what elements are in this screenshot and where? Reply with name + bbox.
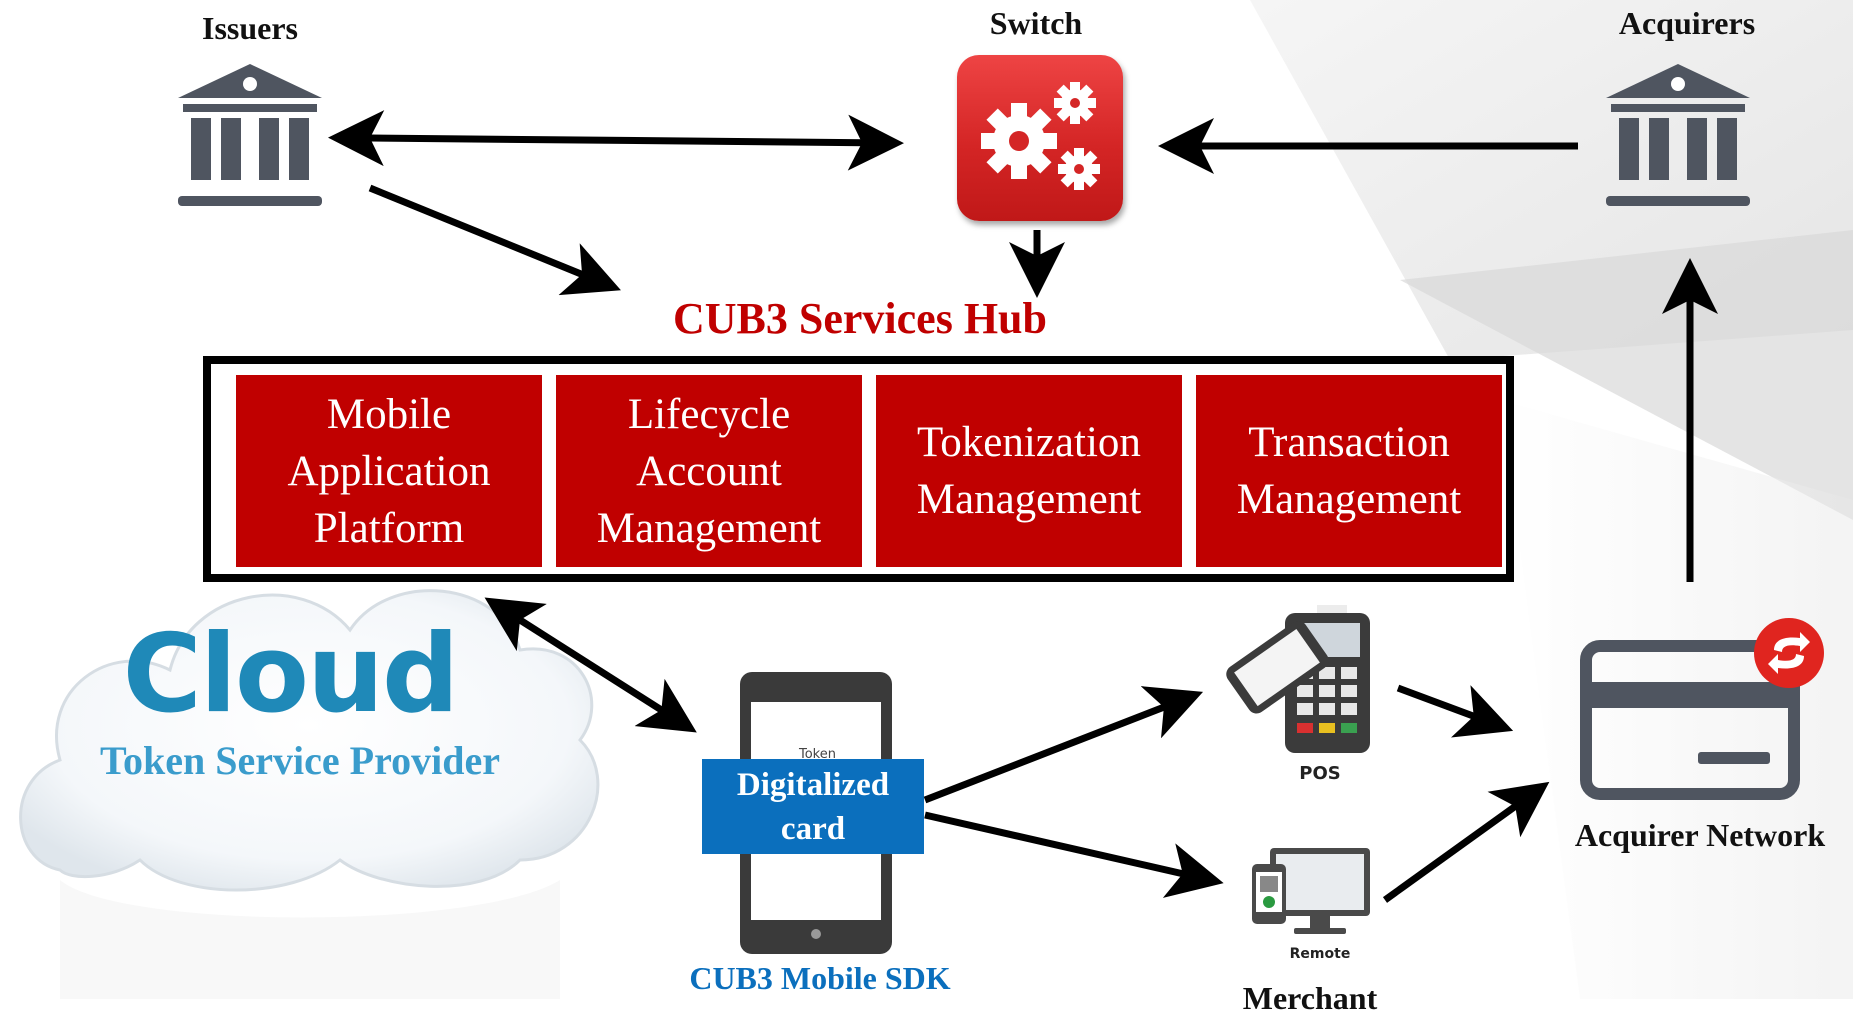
remote-label: Remote [1289,946,1351,962]
switch-label: Switch [989,5,1083,41]
acquirer-network-label: Acquirer Network [1574,817,1826,853]
pos-terminal-icon [1226,605,1370,753]
bank-icon [1606,64,1750,206]
service-lifecycle-account-management: Lifecycle Account Management [556,375,862,567]
service-transaction-management: Transaction Management [1196,375,1502,567]
credit-card-icon [1580,640,1800,800]
phone-home-button [811,929,821,939]
gears-icon [957,55,1123,221]
bank-icon [178,64,322,206]
hub-title: CUB3 Services Hub [673,294,1047,343]
digitalized-card-label: Digitalized card [702,759,924,854]
mobile-sdk-label: CUB3 Mobile SDK [689,960,951,996]
remote-merchant-icon [1252,848,1370,934]
pos-label: POS [1299,763,1341,784]
service-mobile-application-platform: Mobile Application Platform [236,375,542,567]
token-service-provider-label: Token Service Provider [100,738,500,783]
phone-screen-text: Token [799,747,836,762]
issuers-label: Issuers [201,10,298,46]
service-tokenization-management: Tokenization Management [876,375,1182,567]
acquirers-label: Acquirers [1618,5,1756,41]
refresh-icon [1754,618,1824,688]
cloud-title: Cloud [122,612,460,737]
